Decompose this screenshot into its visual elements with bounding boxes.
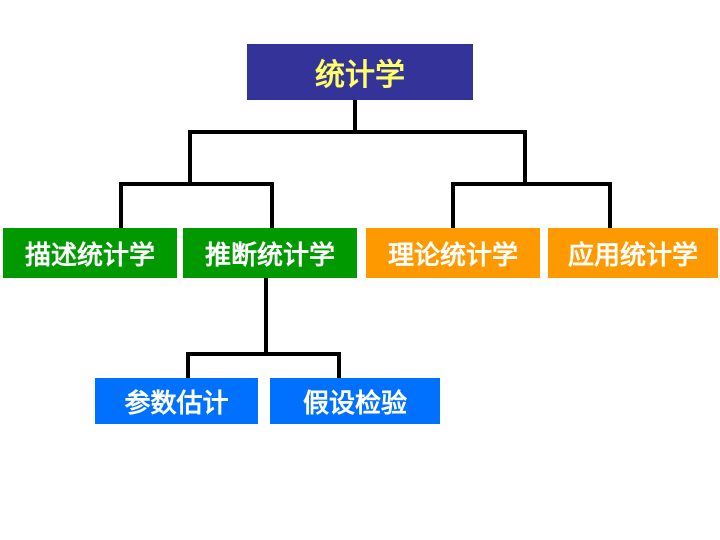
node-inferential-statistics-label: 推断统计学 bbox=[204, 240, 335, 271]
node-applied-statistics-label: 应用统计学 bbox=[567, 240, 698, 271]
node-theoretical-statistics: 理论统计学 bbox=[366, 228, 540, 278]
node-applied-statistics: 应用统计学 bbox=[548, 228, 718, 278]
node-statistics-label: 统计学 bbox=[315, 58, 405, 93]
node-descriptive-statistics: 描述统计学 bbox=[3, 228, 177, 278]
node-hypothesis-testing-label: 假设检验 bbox=[302, 388, 407, 419]
node-descriptive-statistics-label: 描述统计学 bbox=[24, 240, 155, 271]
node-parameter-estimation: 参数估计 bbox=[95, 378, 258, 424]
node-hypothesis-testing: 假设检验 bbox=[270, 378, 440, 424]
node-parameter-estimation-label: 参数估计 bbox=[124, 388, 229, 419]
node-statistics: 统计学 bbox=[247, 44, 473, 100]
node-theoretical-statistics-label: 理论统计学 bbox=[387, 240, 518, 271]
node-inferential-statistics: 推断统计学 bbox=[183, 228, 357, 278]
